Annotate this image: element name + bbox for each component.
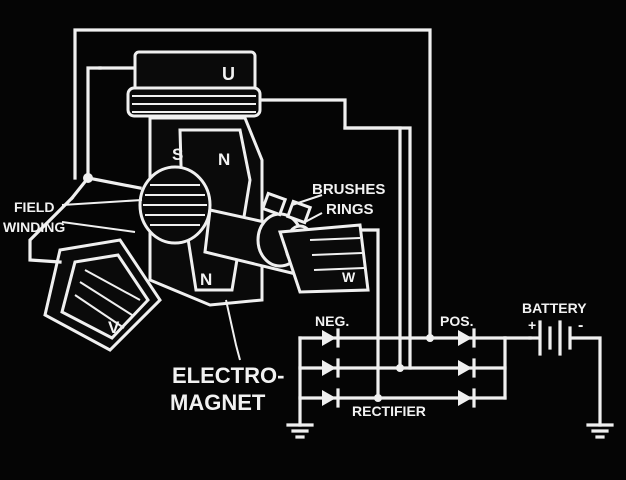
battery [528, 320, 614, 439]
pole-n-lower-label: N [200, 270, 212, 289]
pole-s-label: S [172, 145, 183, 164]
battery-minus-label: - [578, 317, 583, 334]
field-winding-label-1: FIELD [14, 199, 54, 215]
winding-v: V [28, 195, 162, 352]
rectifier-circuit [286, 328, 532, 439]
winding-u-label: U [222, 64, 235, 84]
winding-w-label: W [342, 269, 356, 285]
electromagnet-label-2: MAGNET [170, 390, 266, 415]
pos-label: POS. [440, 313, 473, 329]
field-winding-coil [69, 165, 212, 245]
winding-v-label: V [108, 318, 120, 337]
leader-lines [61, 194, 323, 361]
winding-u: U [126, 50, 262, 118]
field-winding-label-2: WINDING [3, 219, 65, 235]
battery-label: BATTERY [522, 300, 587, 316]
pole-n-upper-label: N [218, 150, 230, 169]
neg-label: NEG. [315, 313, 349, 329]
rings-label: RINGS [326, 201, 374, 218]
brushes-label: BRUSHES [312, 181, 385, 198]
rectifier-label: RECTIFIER [352, 403, 426, 419]
electromagnet-label-1: ELECTRO- [172, 363, 284, 388]
connection-wires [73, 28, 432, 400]
battery-plus-label: + [528, 317, 536, 333]
slip-ring-assembly: W [203, 191, 370, 294]
